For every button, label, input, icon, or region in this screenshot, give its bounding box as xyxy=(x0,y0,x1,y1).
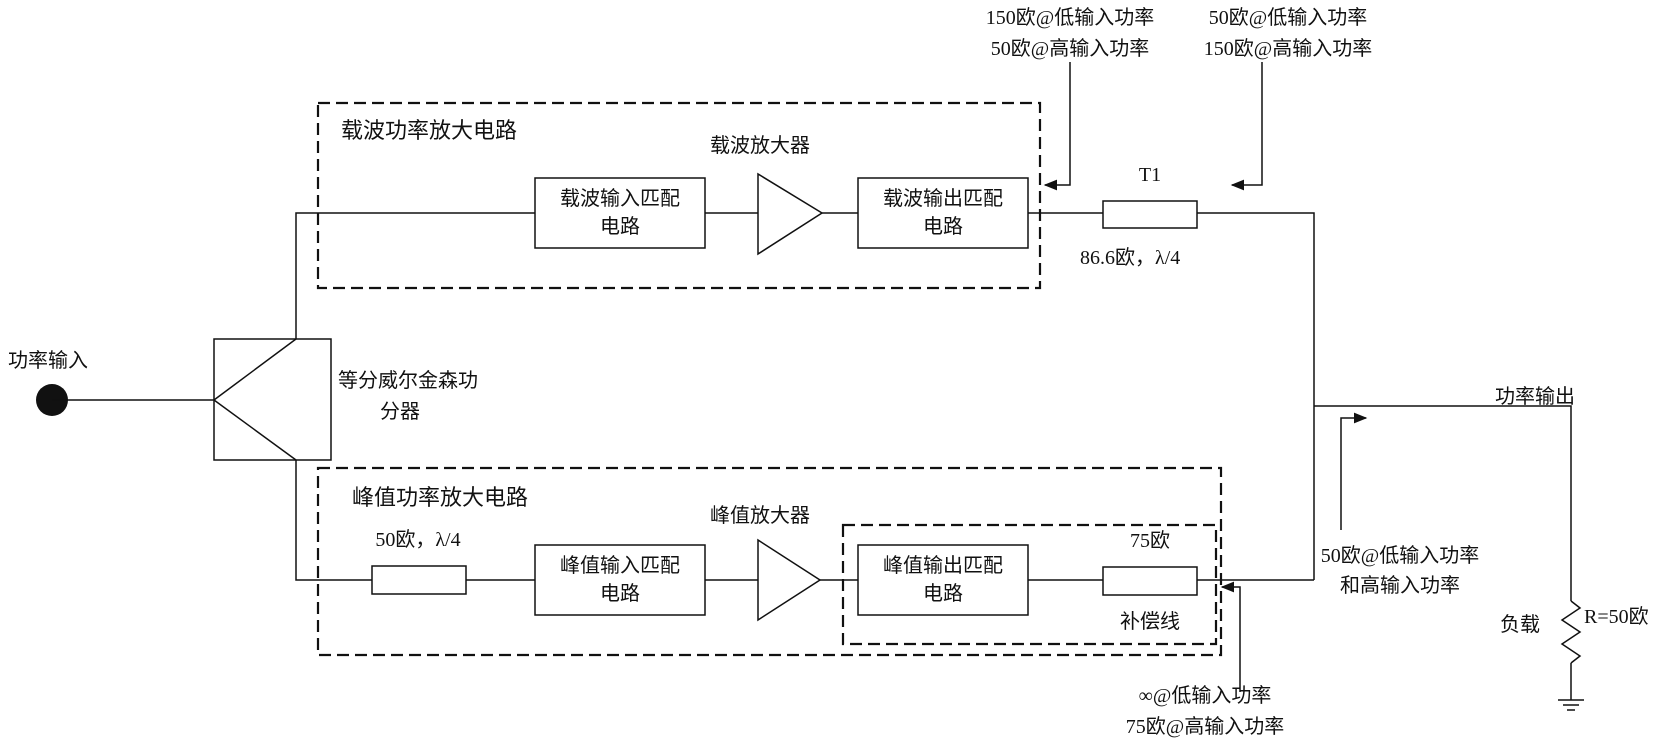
junction-impedance-arrow xyxy=(1341,418,1366,530)
compensation-line-box xyxy=(1103,567,1197,595)
carrier-impedance-note-1-line2: 50欧@高输入功率 xyxy=(991,37,1149,60)
carrier-impedance-note-1-line1: 150欧@低输入功率 xyxy=(986,6,1154,29)
compensation-value: 75欧 xyxy=(1130,529,1170,552)
carrier-impedance-note-2-line2: 150欧@高输入功率 xyxy=(1204,37,1372,60)
carrier-impedance-arrow-1 xyxy=(1045,62,1070,185)
compensation-label: 补偿线 xyxy=(1120,610,1180,633)
peak-line-spec: 50欧，λ/4 xyxy=(375,528,460,551)
load-label: 负载 xyxy=(1500,613,1540,636)
carrier-group-label: 载波功率放大电路 xyxy=(341,118,517,143)
wilkinson-splitter xyxy=(214,339,331,460)
carrier-impedance-arrow-2 xyxy=(1232,62,1262,185)
peak-amplifier-label: 峰值放大器 xyxy=(710,504,810,527)
splitter-label-line1: 等分威尔金森功 xyxy=(338,369,478,392)
ground-icon xyxy=(1558,700,1584,710)
splitter-label-line2: 分器 xyxy=(380,400,420,423)
carrier-output-match-line1: 载波输出匹配 xyxy=(883,187,1003,210)
peak-output-match-line2: 电路 xyxy=(923,582,963,605)
peak-input-match-line2: 电路 xyxy=(600,582,640,605)
carrier-input-match-line2: 电路 xyxy=(600,215,640,238)
t1-label: T1 xyxy=(1139,164,1161,186)
t1-spec: 86.6欧，λ/4 xyxy=(1080,246,1180,269)
load-value: R=50欧 xyxy=(1584,605,1649,628)
carrier-branch-wire xyxy=(296,213,535,339)
peak-group-label: 峰值功率放大电路 xyxy=(352,485,528,510)
power-input-label: 功率输入 xyxy=(8,349,88,372)
peak-impedance-note-line2: 75欧@高输入功率 xyxy=(1126,715,1284,738)
load-resistor-icon xyxy=(1562,601,1580,663)
carrier-amplifier-label: 载波放大器 xyxy=(710,134,810,157)
carrier-output-match-line2: 电路 xyxy=(923,215,963,238)
peak-quarter-wave-line-box xyxy=(372,566,466,594)
peak-branch-wire xyxy=(296,460,372,580)
peak-input-match-line1: 峰值输入匹配 xyxy=(560,554,680,577)
power-output-label: 功率输出 xyxy=(1495,385,1575,408)
carrier-amplifier-triangle xyxy=(758,174,822,254)
carrier-impedance-note-2-line1: 50欧@低输入功率 xyxy=(1209,6,1367,29)
junction-note-line1: 50欧@低输入功率 xyxy=(1321,544,1479,567)
carrier-input-match-line1: 载波输入匹配 xyxy=(560,187,680,210)
junction-note-line2: 和高输入功率 xyxy=(1340,574,1460,597)
peak-impedance-arrow xyxy=(1222,587,1240,692)
peak-impedance-note-line1: ∞@低输入功率 xyxy=(1139,684,1272,707)
t1-line-box xyxy=(1103,201,1197,228)
peak-output-match-line1: 峰值输出匹配 xyxy=(883,554,1003,577)
output-wire xyxy=(1314,406,1571,601)
peak-amplifier-triangle xyxy=(758,540,820,620)
